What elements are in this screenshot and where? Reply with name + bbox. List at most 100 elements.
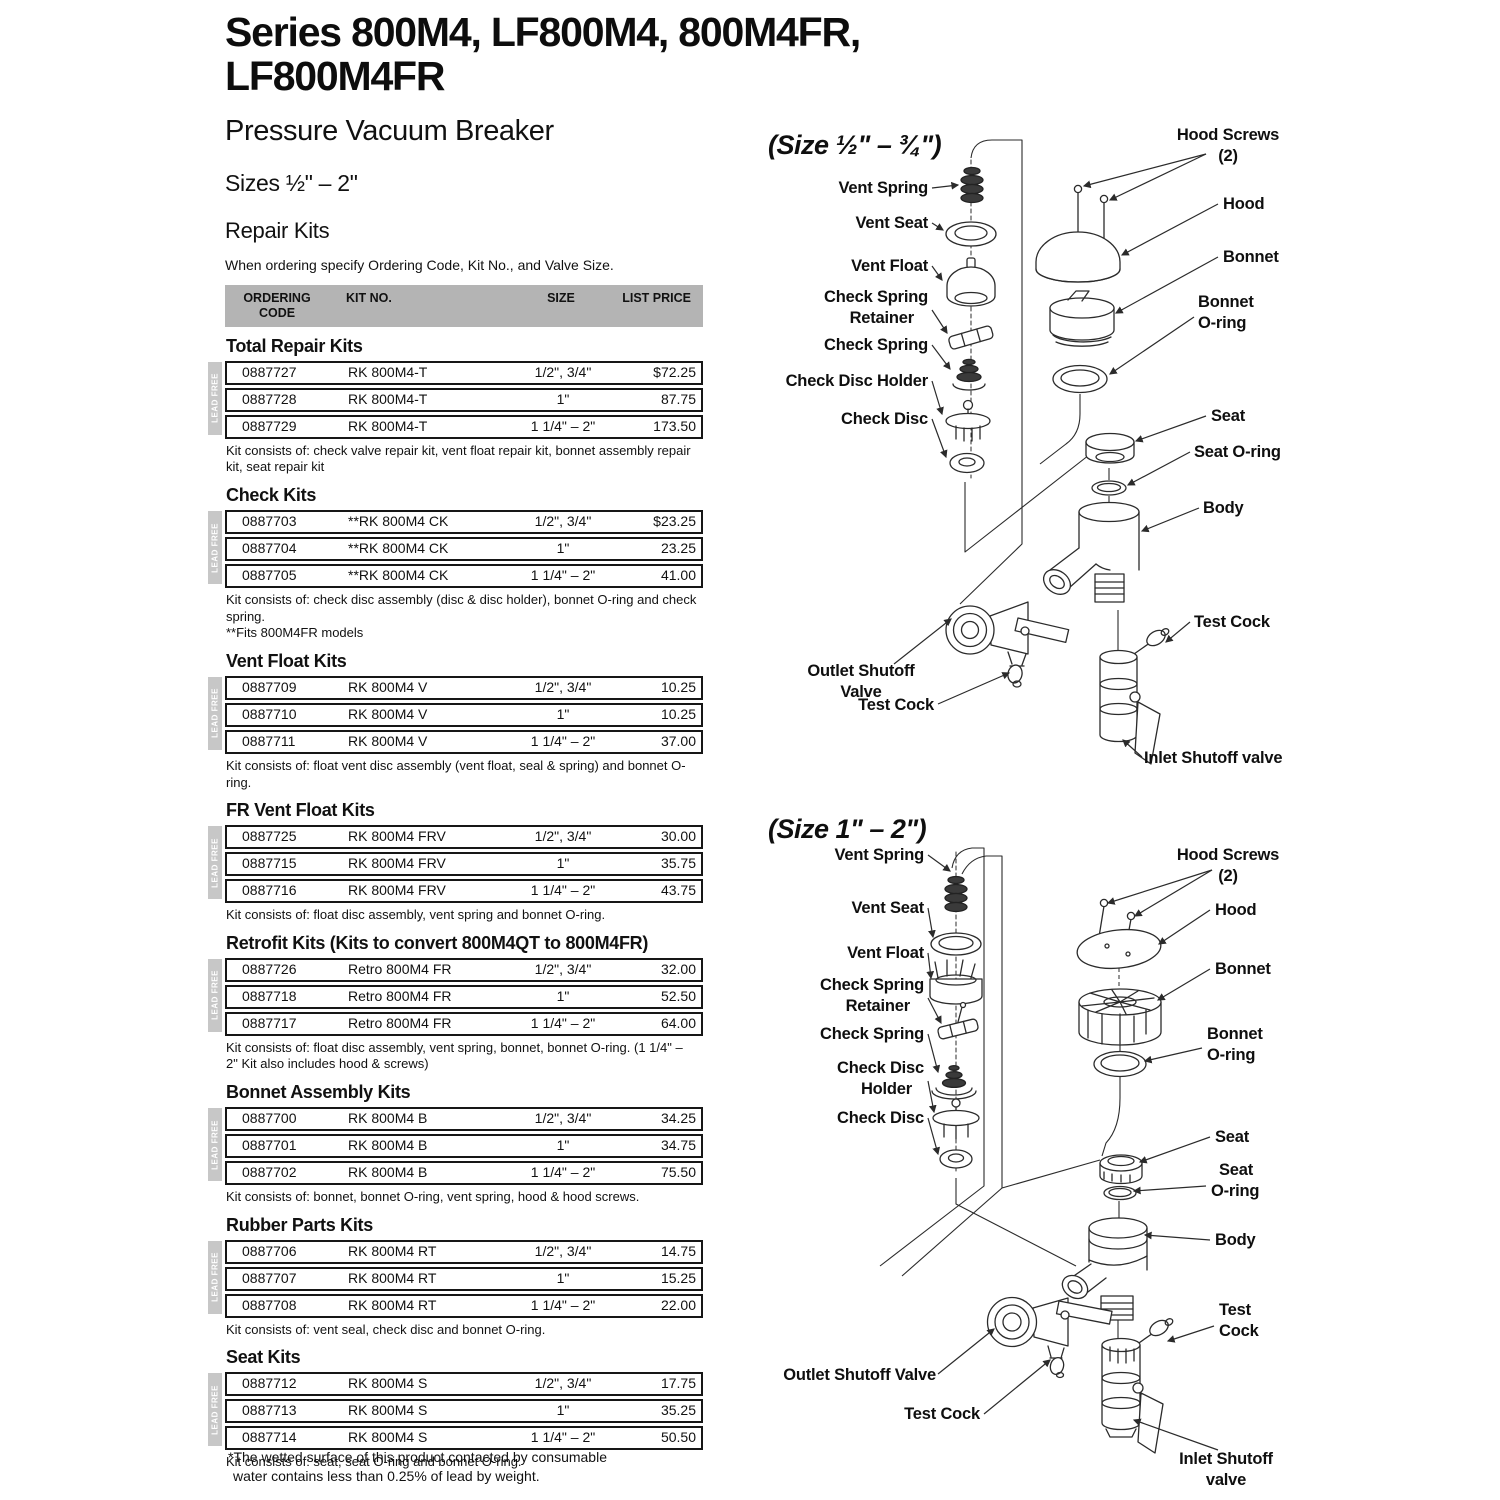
- header-size: SIZE: [547, 290, 575, 305]
- check-spring-retainer-label-line2: Retainer: [846, 997, 911, 1015]
- check-spring-retainer-part: [948, 325, 994, 350]
- inlet-shutoff-valve-part: [1101, 1337, 1164, 1454]
- ordering-code-cell: 0887726: [242, 960, 297, 977]
- size-cell: 1 1/4" – 2": [530, 1164, 596, 1181]
- hood-screws-label-line2: (2): [1218, 867, 1238, 885]
- test-cock-right-part: [1133, 628, 1170, 655]
- list-price-cell: 22.00: [660, 1296, 696, 1313]
- test-cock-left-label: Test Cock: [858, 696, 935, 714]
- lead-free-badge-label: LEAD FREE: [210, 1252, 220, 1303]
- lead-free-badge-label: LEAD FREE: [210, 522, 220, 573]
- check-disc-label: Check Disc: [841, 410, 928, 428]
- ordering-code-cell: 0887715: [242, 855, 297, 872]
- ordering-code-cell: 0887725: [242, 828, 297, 845]
- kit-no-cell: Retro 800M4 FR: [348, 960, 452, 977]
- check-spring-retainer-label-line1: Check Spring: [820, 976, 924, 994]
- list-price-cell: 34.75: [660, 1137, 696, 1154]
- list-price-cell: 35.75: [660, 855, 696, 872]
- size-cell: 1": [556, 540, 570, 557]
- check-disc-holder-label: Check Disc Holder: [786, 372, 929, 390]
- bonnet-oring-label-line2: O-ring: [1198, 314, 1246, 332]
- hood-label: Hood: [1223, 195, 1264, 213]
- section-note: Kit consists of: float disc assembly, ve…: [226, 907, 606, 923]
- vent-spring-label: Vent Spring: [839, 179, 928, 197]
- kit-table-header: ORDERING CODE KIT NO. SIZE LIST PRICE: [225, 284, 703, 327]
- bonnet-part: [1078, 988, 1162, 1046]
- header-list-price: LIST PRICE: [622, 290, 691, 305]
- body-label: Body: [1215, 1231, 1256, 1249]
- lead-footnote-line1: *The wetted surface of this product cont…: [228, 1449, 607, 1465]
- vent-seat-label: Vent Seat: [856, 214, 929, 232]
- diagram-large-title: (Size 1" – 2"): [768, 814, 927, 844]
- outlet-shutoff-valve-label-line1: Outlet Shutoff: [807, 662, 915, 680]
- kit-no-cell: **RK 800M4 CK: [348, 513, 449, 530]
- size-cell: 1 1/4" – 2": [530, 1296, 596, 1313]
- exploded-diagram-small-sizes: (Size ½" – ¾"): [768, 126, 1283, 767]
- ordering-code-cell: 0887711: [242, 732, 296, 749]
- seat-oring-label-line2: O-ring: [1211, 1182, 1259, 1200]
- size-cell: 1/2", 3/4": [534, 1110, 592, 1127]
- lead-free-badge: LEAD FREE: [208, 361, 222, 435]
- assembly-connector-lines: [879, 847, 1121, 1338]
- list-price-cell: 32.00: [660, 960, 696, 977]
- section-note: Kit consists of: float disc assembly, ve…: [226, 1039, 683, 1072]
- check-disc-label: Check Disc: [837, 1109, 924, 1127]
- size-cell: 1 1/4" – 2": [530, 567, 596, 584]
- ordering-code-cell: 0887700: [242, 1110, 297, 1127]
- vent-seat-part: [930, 932, 982, 956]
- lead-free-badge-label: LEAD FREE: [210, 688, 220, 739]
- section-heading: Rubber Parts Kits: [226, 1214, 373, 1235]
- lead-free-badge: LEAD FREE: [208, 676, 222, 750]
- vent-spring-part: [944, 875, 968, 913]
- sizes-line: Sizes ½" – 2": [225, 169, 358, 196]
- bonnet-oring-label-line2: O-ring: [1207, 1046, 1255, 1064]
- seat-oring-label-line1: Seat: [1219, 1161, 1254, 1179]
- lead-free-badge: LEAD FREE: [208, 826, 222, 900]
- test-cock-right-label-line1: Test: [1219, 1301, 1252, 1319]
- diagram-small-labels: Vent Spring Vent Seat Vent Float Check S…: [786, 126, 1283, 767]
- lead-free-badge: LEAD FREE: [208, 1240, 222, 1314]
- size-cell: 1/2", 3/4": [534, 363, 592, 380]
- vent-float-part: [929, 959, 983, 1005]
- check-spring-part: [952, 358, 986, 391]
- check-disc-part: [939, 1149, 973, 1169]
- size-cell: 1": [556, 705, 570, 722]
- section-heading: Retrofit Kits (Kits to convert 800M4QT t…: [226, 932, 649, 953]
- check-disc-holder-label-line2: Holder: [861, 1080, 913, 1098]
- section-heading: Check Kits: [226, 485, 317, 506]
- leader-lines: [893, 153, 1219, 758]
- lead-footnote-line2: water contains less than 0.25% of lead b…: [233, 1467, 540, 1484]
- kit-no-cell: RK 800M4 FRV: [348, 828, 446, 845]
- lead-free-badge: LEAD FREE: [208, 511, 222, 585]
- ordering-code-cell: 0887702: [242, 1164, 297, 1181]
- hood-bonnet-stack: [1035, 184, 1121, 394]
- diagram-large-labels: Vent Spring Vent Seat Vent Float Check S…: [783, 846, 1279, 1489]
- check-spring-part: [931, 1064, 977, 1100]
- section-note: Kit consists of: vent seal, check disc a…: [226, 1321, 546, 1337]
- hood-label: Hood: [1215, 901, 1256, 919]
- seat-label: Seat: [1215, 1128, 1250, 1146]
- seat-oring-part: [1091, 480, 1127, 496]
- section-heading: Bonnet Assembly Kits: [226, 1082, 411, 1103]
- body-part: [1061, 1217, 1148, 1321]
